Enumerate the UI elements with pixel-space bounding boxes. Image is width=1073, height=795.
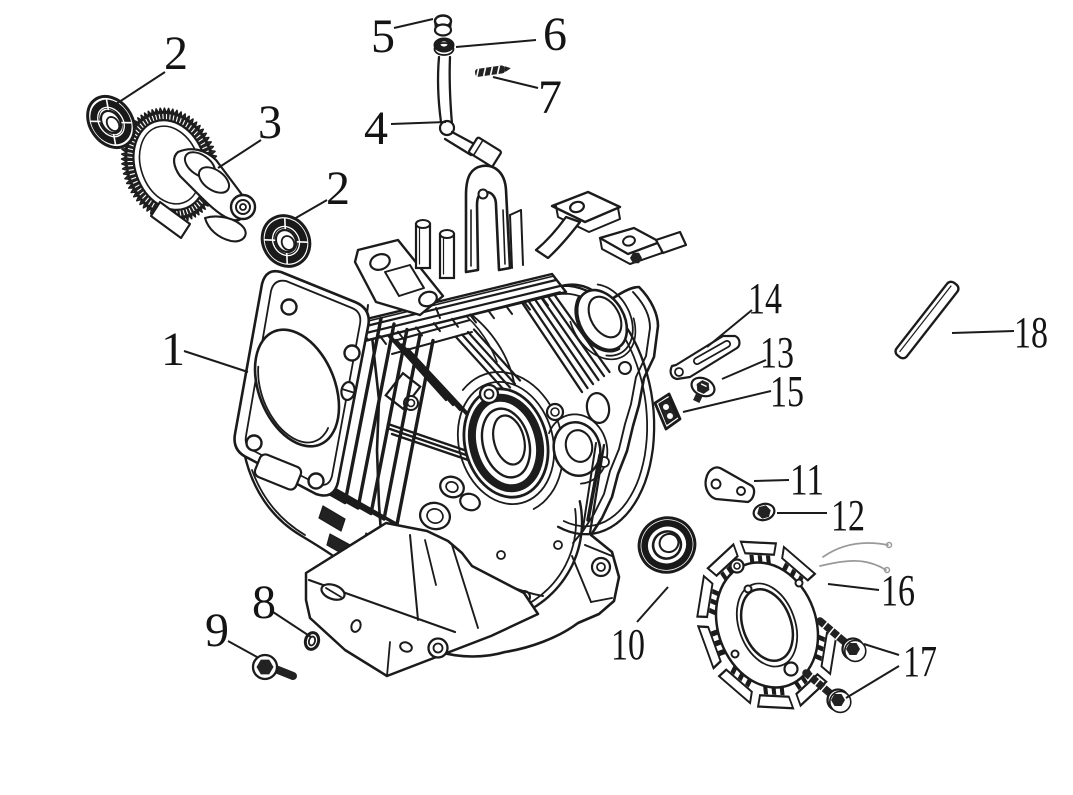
svg-text:8: 8 — [252, 576, 276, 629]
svg-text:1: 1 — [161, 323, 185, 376]
svg-text:17: 17 — [903, 637, 937, 686]
svg-text:16: 16 — [881, 566, 915, 615]
svg-text:11: 11 — [790, 455, 824, 504]
svg-text:4: 4 — [364, 102, 388, 155]
svg-text:15: 15 — [770, 367, 804, 416]
svg-text:18: 18 — [1014, 308, 1048, 357]
svg-text:5: 5 — [371, 10, 395, 63]
svg-text:9: 9 — [205, 604, 229, 657]
svg-text:2: 2 — [326, 162, 350, 215]
svg-text:6: 6 — [543, 8, 567, 61]
svg-text:3: 3 — [258, 96, 282, 149]
svg-text:2: 2 — [164, 27, 188, 80]
svg-text:12: 12 — [831, 491, 865, 540]
svg-text:7: 7 — [538, 71, 562, 124]
svg-text:10: 10 — [611, 620, 645, 669]
svg-text:14: 14 — [748, 274, 782, 323]
